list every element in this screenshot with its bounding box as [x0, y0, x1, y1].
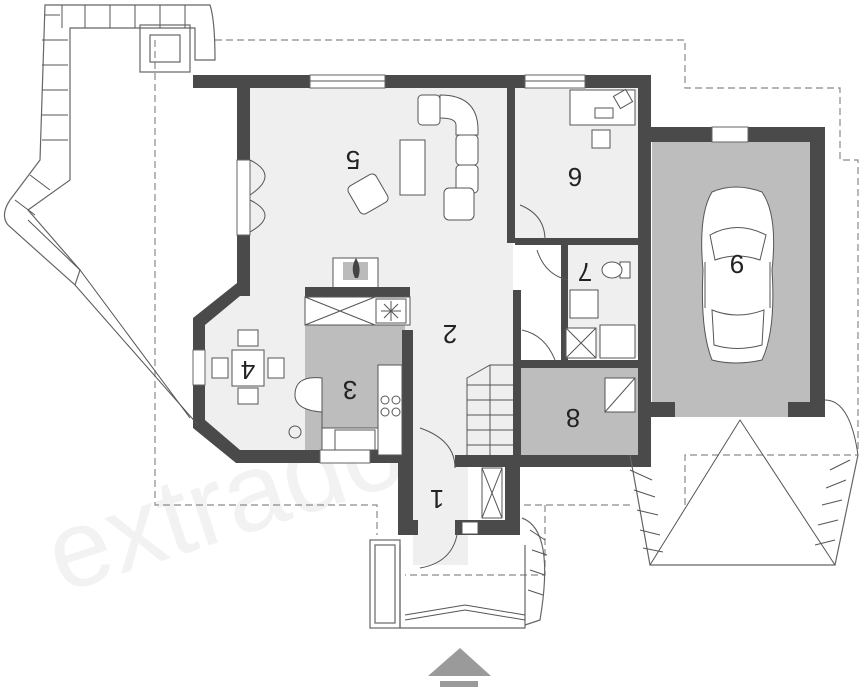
roof-outline-left: [154, 40, 378, 535]
wall-kitchen-right: [402, 330, 413, 455]
room-number-1: 1: [430, 484, 444, 514]
room-number-2: 2: [443, 319, 457, 349]
room-number-5: 5: [346, 145, 360, 175]
toilet: [601, 261, 623, 279]
staircase: [466, 364, 513, 455]
armchair-left: [347, 173, 389, 215]
wall-room-6-bottom: [515, 238, 640, 245]
door-room-8: [521, 329, 556, 361]
room-number-7: 7: [578, 257, 592, 287]
dining-table: [231, 349, 265, 387]
washbasin: [569, 289, 599, 319]
kitchen-sink: [334, 429, 376, 451]
wall-bottom-right: [455, 455, 651, 467]
snowflake-icon: [381, 301, 401, 321]
shower: [599, 324, 636, 359]
porch-steps: [399, 545, 526, 629]
room-number-3: 3: [343, 375, 357, 405]
coffee-table: [399, 139, 426, 196]
door-hall: [419, 427, 456, 469]
room-number-6: 6: [568, 162, 582, 192]
room-number-9: 9: [730, 249, 744, 279]
terrace: [3, 4, 216, 287]
wall-porch-right: [505, 455, 520, 535]
garage-wall-right: [810, 127, 825, 417]
window-kitchen: [319, 449, 371, 464]
wall-right: [638, 75, 651, 465]
sofa: [417, 94, 479, 194]
door-room-6: [519, 204, 546, 241]
window-garage: [711, 126, 749, 143]
roof-outline-top: [215, 39, 859, 450]
car-icon: [701, 186, 775, 364]
flame-icon: [352, 258, 360, 278]
room-number-4: 4: [241, 355, 255, 385]
door-terrace: [249, 159, 266, 233]
chair-room-6: [591, 129, 611, 149]
wall-porch-left: [398, 455, 413, 535]
wall-dining-bay: [193, 283, 413, 463]
roof-outline-garage: [684, 454, 858, 505]
wall-stair-right: [513, 290, 521, 465]
room-number-8: 8: [566, 403, 580, 433]
window-dining: [192, 349, 206, 386]
armchair-right: [443, 187, 475, 221]
door-entrance: [419, 527, 459, 569]
entrance-arrow-icon: [428, 648, 491, 676]
door-room-7: [536, 249, 569, 281]
room-1-floor: [413, 455, 468, 565]
wall-room-8-top: [513, 360, 638, 368]
driveway: [629, 454, 859, 566]
chimney: [139, 24, 191, 73]
wall-room-7-left: [561, 245, 568, 363]
kitchen-counter-right: [377, 364, 403, 456]
window-left: [236, 159, 251, 236]
wall-room-6-left: [507, 88, 515, 243]
